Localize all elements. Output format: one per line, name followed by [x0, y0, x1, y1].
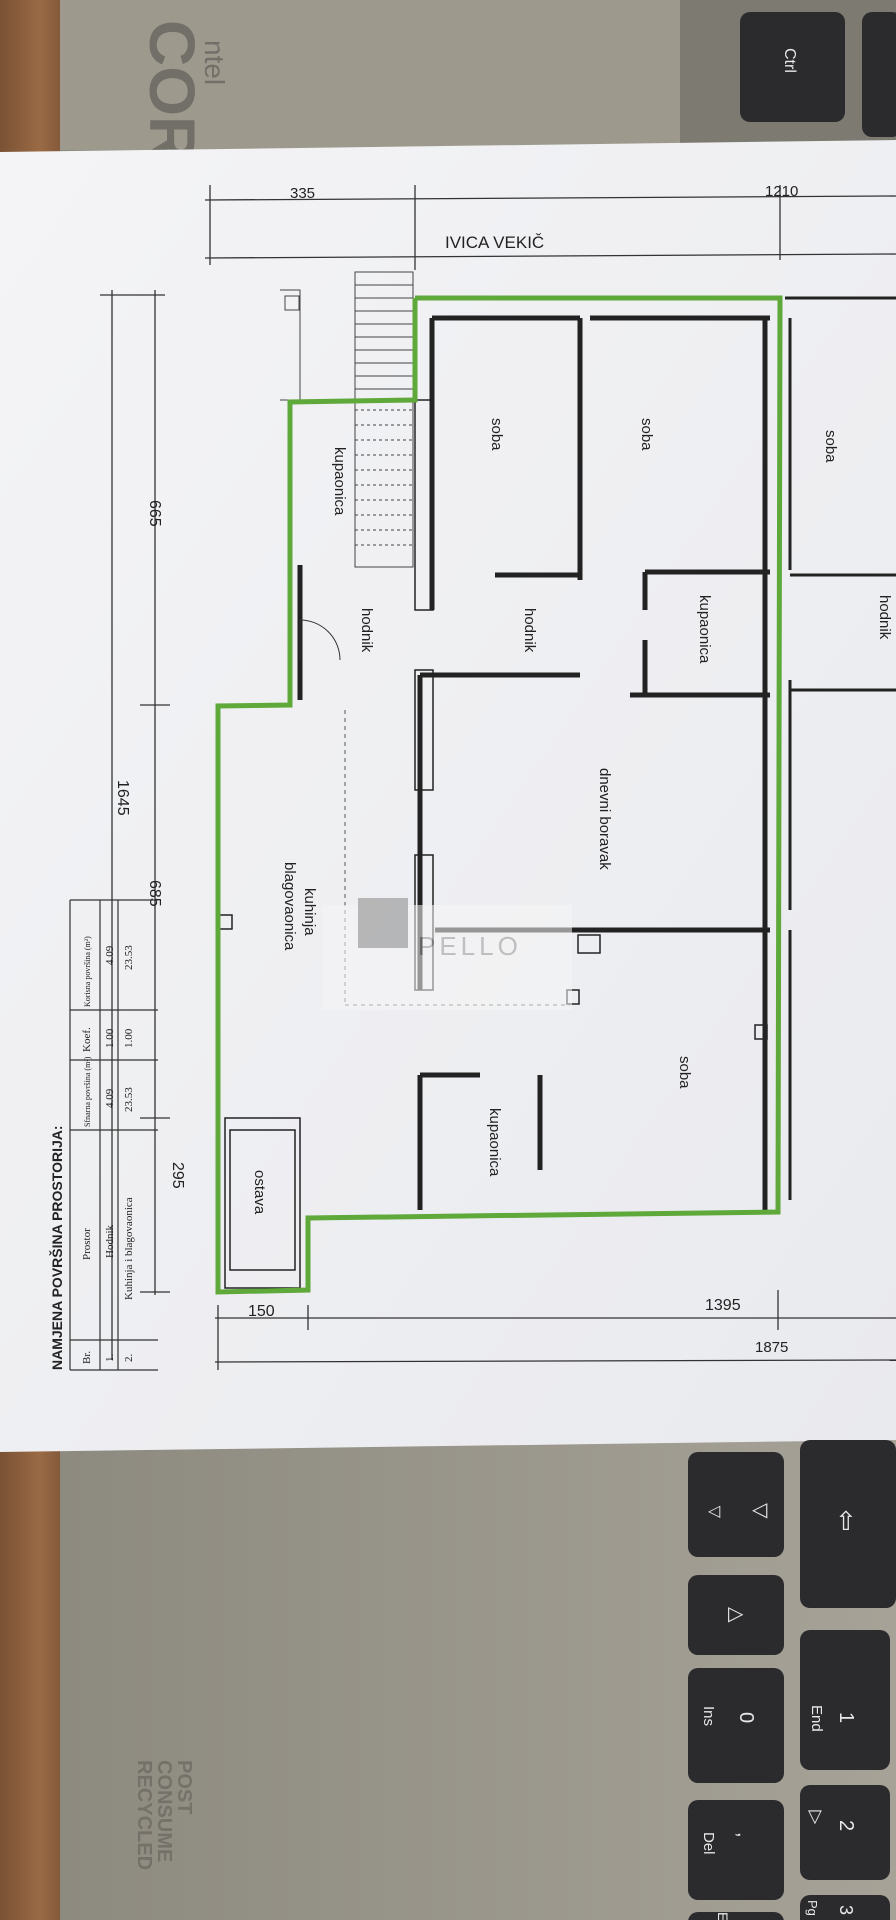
bottom-dimensions — [214, 1290, 896, 1370]
table-r1-korisna: 4.09 — [104, 945, 116, 965]
table-header-sfnarna: Sfnarna površina (m²) — [83, 1056, 92, 1127]
laptop-top-strip — [60, 0, 740, 150]
keyboard-keys: Ctrl ⇧ ◁ ◁ ▷ 1 End 0 Ins 2 ▽ , Del 3 Pg … — [688, 12, 896, 1920]
dim-top-335: 335 — [290, 185, 315, 202]
neighbour-walls — [785, 296, 896, 1200]
key-3 — [800, 1895, 890, 1920]
table-r1-sfnarna: 4.09 — [104, 1088, 116, 1108]
table-header-korisna: Korisna površina (m²) — [83, 936, 92, 1007]
room-soba-far: soba — [822, 430, 839, 463]
svg-text:▷: ▷ — [728, 1603, 744, 1625]
svg-text:Ins: Ins — [700, 1706, 717, 1726]
mat-recycled-text: POST CONSUME RECYCLED — [133, 1760, 195, 1870]
svg-text:2: 2 — [835, 1820, 857, 1831]
svg-text:◁: ◁ — [708, 1503, 721, 1520]
area-table: NAMJENA POVRŠINA PROSTORIJA: Br. Prostor… — [48, 899, 158, 1371]
svg-text:RECYCLED: RECYCLED — [133, 1760, 155, 1870]
room-hodnik-left: hodnik — [358, 608, 375, 653]
key-prev-play — [688, 1452, 784, 1557]
dim-top-1210: 1210 — [765, 183, 798, 200]
svg-text:,: , — [733, 1832, 755, 1838]
key-next-track — [688, 1575, 784, 1655]
room-hodnik-mid: hodnik — [521, 608, 538, 653]
table-r1-prostor: Hodnik — [104, 1225, 116, 1259]
room-hodnik-far: hodnik — [876, 595, 893, 640]
room-kupaonica-bottom: kupaonica — [486, 1108, 503, 1177]
svg-text:ntel: ntel — [199, 40, 230, 85]
key-end — [800, 1630, 890, 1770]
room-dnevni-boravak: dnevni boravak — [596, 768, 613, 870]
dim-1875: 1875 — [755, 1339, 788, 1356]
dim-665: 665 — [146, 500, 163, 527]
room-kupaonica-mid: kupaonica — [696, 595, 713, 664]
paper-sheet — [0, 140, 896, 1452]
table-header-br: Br. — [81, 1351, 93, 1364]
svg-text:1: 1 — [835, 1712, 857, 1723]
table-r2-br: 2. — [123, 1354, 135, 1363]
room-kupaonica-top: kupaonica — [331, 447, 348, 516]
room-kuhinja: kuhinja — [301, 888, 318, 936]
svg-text:PELLO: PELLO — [418, 931, 522, 961]
svg-text:Del: Del — [700, 1832, 717, 1855]
pello-watermark: PELLO — [322, 898, 572, 1010]
svg-text:0: 0 — [735, 1712, 757, 1723]
key-ctrl — [740, 12, 845, 122]
table-r2-koef: 1.00 — [123, 1028, 135, 1048]
key-2 — [800, 1785, 890, 1880]
svg-text:POST: POST — [173, 1760, 195, 1814]
key-next-top — [862, 12, 896, 137]
dim-685: 685 — [146, 880, 163, 907]
svg-text:Pg Dn: Pg Dn — [805, 1900, 820, 1920]
room-soba-3: soba — [676, 1056, 693, 1089]
room-soba-2: soba — [638, 418, 655, 451]
dim-295: 295 — [169, 1162, 186, 1189]
top-dimension — [204, 185, 896, 270]
key-shift-arrow — [800, 1440, 896, 1608]
dim-1645: 1645 — [114, 780, 131, 816]
svg-text:Enter: Enter — [715, 1912, 731, 1920]
dim-150: 150 — [248, 1303, 275, 1320]
table-r2-korisna: 23.53 — [123, 945, 135, 970]
room-ostava: ostava — [251, 1170, 268, 1215]
key-ins — [688, 1668, 784, 1783]
table-header-prostor: Prostor — [81, 1228, 93, 1260]
key-del — [688, 1800, 784, 1900]
room-soba-1: soba — [488, 418, 505, 451]
door-swing — [299, 619, 341, 661]
room-blagovaonica: blagovaonica — [281, 862, 298, 951]
table-r2-sfnarna: 23.53 — [123, 1087, 135, 1112]
key-enter — [688, 1912, 784, 1920]
table-r1-koef: 1.00 — [104, 1028, 116, 1048]
table-header-koef: Koef. — [81, 1027, 93, 1052]
svg-text:End: End — [808, 1705, 825, 1732]
svg-text:⇧: ⇧ — [835, 1506, 857, 1536]
svg-text:Ctrl: Ctrl — [781, 48, 798, 73]
svg-text:3: 3 — [836, 1905, 856, 1915]
dim-1395: 1395 — [705, 1297, 741, 1314]
owner-label: IVICA VEKIČ — [445, 233, 544, 252]
left-dimensions — [100, 290, 170, 1360]
svg-text:CONSUME: CONSUME — [153, 1760, 175, 1862]
mat-brand-top: ntel — [199, 40, 230, 85]
table-r2-prostor: Kuhinja i blagovaonica — [123, 1197, 135, 1300]
table-r1-br: 1. — [104, 1354, 116, 1363]
svg-text:▽: ▽ — [808, 1806, 822, 1826]
table-title: NAMJENA POVRŠINA PROSTORIJA: — [48, 1125, 65, 1370]
apartment-outline — [215, 295, 783, 1295]
svg-text:◁: ◁ — [752, 1499, 768, 1521]
